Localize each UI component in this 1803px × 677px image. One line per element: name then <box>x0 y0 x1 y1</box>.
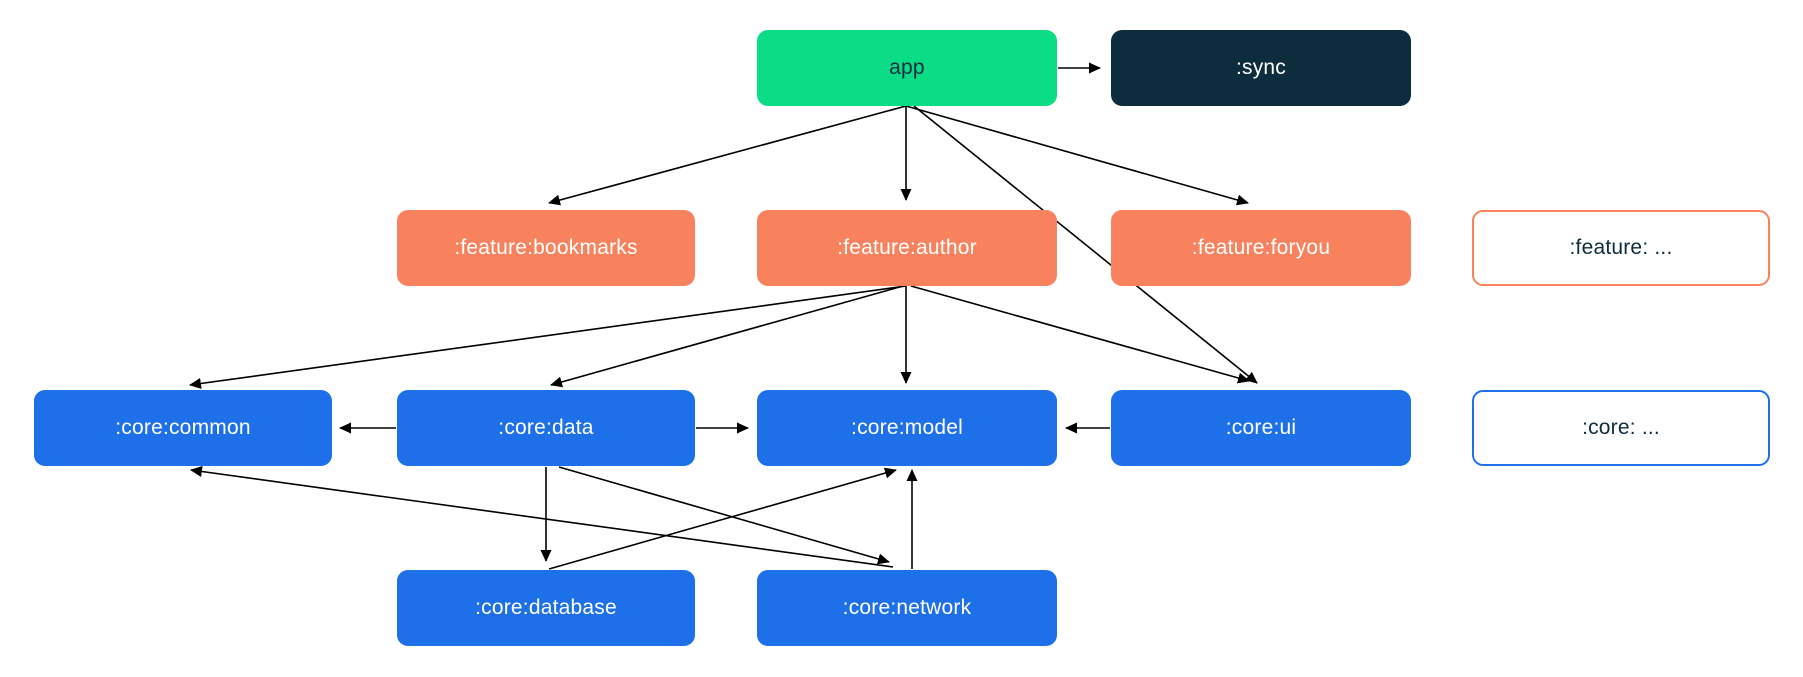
node-core-model: :core:model <box>757 390 1057 466</box>
edge-app-to-feature-bookmarks <box>548 105 907 206</box>
edge-app-to-core-ui <box>913 105 1258 384</box>
node-core-data: :core:data <box>397 390 695 466</box>
edge-core-data-to-core-network <box>558 466 890 565</box>
node-feature-foryou: :feature:foryou <box>1111 210 1411 286</box>
node-core-ui: :core:ui <box>1111 390 1411 466</box>
node-sync: :sync <box>1111 30 1411 106</box>
node-feature-bookmarks: :feature:bookmarks <box>397 210 695 286</box>
edge-app-to-feature-foryou <box>905 105 1249 206</box>
node-app: app <box>757 30 1057 106</box>
node-core-network: :core:network <box>757 570 1057 646</box>
edge-feature-author-to-core-common <box>189 285 907 389</box>
edge-feature-author-to-core-data <box>550 285 904 388</box>
node-feature-author: :feature:author <box>757 210 1057 286</box>
node-core-database: :core:database <box>397 570 695 646</box>
edge-feature-author-to-core-ui <box>910 285 1250 384</box>
edge-core-network-to-core-common <box>190 466 894 568</box>
legend-core-box: :core: ... <box>1472 390 1770 466</box>
node-core-common: :core:common <box>34 390 332 466</box>
legend-feature-box: :feature: ... <box>1472 210 1770 286</box>
edge-core-database-to-core-model <box>548 467 897 570</box>
